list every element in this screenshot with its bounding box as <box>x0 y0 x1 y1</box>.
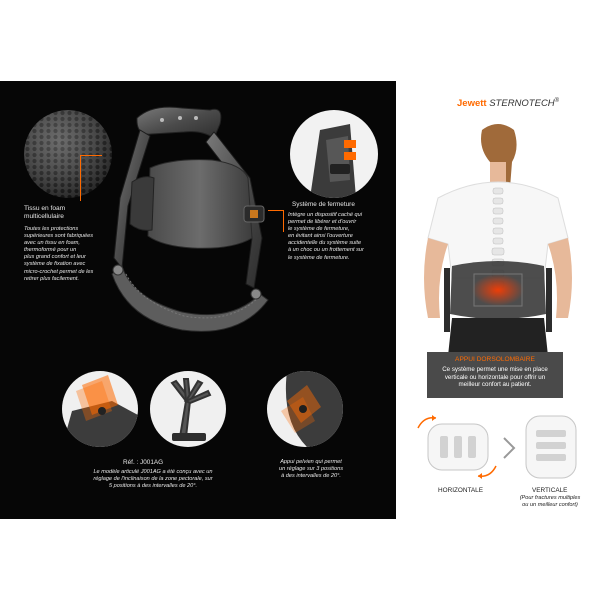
pelvic-body-line: Appui pelvien qui permet <box>280 459 342 465</box>
foam-body-line: retirer plus facilement. <box>24 275 80 282</box>
foam-leader-line <box>80 155 81 201</box>
closure-leader-line <box>283 210 284 232</box>
brand-title: Jewett STERNOTECH® <box>457 96 559 109</box>
foam-body-line: Toutes les protections <box>24 226 79 232</box>
foam-title: Tissu en foam multicellulaire <box>24 205 65 221</box>
foam-title-line2: multicellulaire <box>24 213 64 220</box>
foam-body-line: système de fixation avec <box>24 261 86 268</box>
closure-body-line: accidentelle du système suite <box>288 240 362 247</box>
closure-body-line: le système de fermeture, <box>288 226 350 233</box>
vertical-note-line: ou un meilleur confort) <box>522 502 578 508</box>
closure-body: Intègre un dispositif caché qui permet d… <box>288 212 364 262</box>
closure-body-line: Intègre un dispositif caché qui <box>288 212 363 218</box>
support-body-line: verticale ou horizontale pour offrir un <box>444 373 546 381</box>
foam-body: Toutes les protections supérieures sont … <box>24 226 93 283</box>
support-body: Ce système permet une mise en place vert… <box>427 366 563 389</box>
vertical-note-line: (Pour fractures multiples <box>519 495 581 501</box>
pelvic-body-line: un réglage sur 3 positions <box>278 466 344 473</box>
foam-leader-line-h <box>80 155 102 156</box>
pelvic-body: Appui pelvien qui permet un réglage sur … <box>266 459 356 480</box>
support-title: APPUI DORSOLOMBAIRE <box>455 356 535 363</box>
brace-product-icon <box>111 106 269 332</box>
orientation-diagram <box>417 415 577 479</box>
support-body-line: meilleur confort au patient. <box>458 381 532 389</box>
closure-body-line: en évitant ainsi l'ouverture <box>288 233 353 240</box>
rotate-arrow-icon <box>417 415 497 479</box>
closure-leader-line-h <box>268 210 284 211</box>
foam-body-line: supérieures sont fabriquées <box>24 233 94 240</box>
foam-body-line: micro-crochet permet de les <box>24 268 94 275</box>
brand-name: Jewett <box>457 98 487 110</box>
closure-body-line: le système de fermeture. <box>288 254 350 261</box>
model-body-line: Le modèle articulé J001AG a été conçu av… <box>93 469 213 475</box>
pelvic-body-line: à des intervalles de 20°. <box>281 473 341 480</box>
brand-mark: ® <box>554 98 560 104</box>
model-body: Le modèle articulé J001AG a été conçu av… <box>78 469 228 490</box>
closure-body-line: permet de libérer et d'ouvrir <box>288 219 357 226</box>
support-body-line: Ce système permet une mise en place <box>442 366 548 373</box>
pectoral-hinge-icon <box>62 371 138 447</box>
pelvic-pad-icon <box>267 371 343 447</box>
support-info-box <box>427 352 563 398</box>
model-body-line: 5 positions à des intervalles de 20°. <box>108 483 198 490</box>
closure-detail-icon <box>290 110 378 198</box>
foam-body-line: plus grand confort et leur <box>24 254 86 261</box>
closure-title: Système de fermeture <box>292 201 355 208</box>
model-back-icon <box>424 124 572 356</box>
chevron-right-icon <box>503 437 516 459</box>
foam-texture-icon <box>24 110 112 198</box>
vertical-note: (Pour fractures multiples ou un meilleur… <box>505 495 595 509</box>
model-body-line: réglage de l'inclinaison de la zone pect… <box>93 476 213 483</box>
vertical-label: VERTICALE <box>532 487 568 494</box>
closure-body-line: à un choc ou un frottement sur <box>288 247 364 254</box>
hinge-range-icon <box>150 371 226 447</box>
foam-body-line: avec un tissu en foam, <box>24 240 80 247</box>
foam-body-line: thermoformé pour un <box>24 247 77 254</box>
foam-title-line1: Tissu en foam <box>24 205 66 212</box>
brand-product: STERNOTECH <box>489 98 555 110</box>
horizontal-label: HORIZONTALE <box>438 487 483 494</box>
model-ref: Réf. : J001AG <box>123 459 164 466</box>
